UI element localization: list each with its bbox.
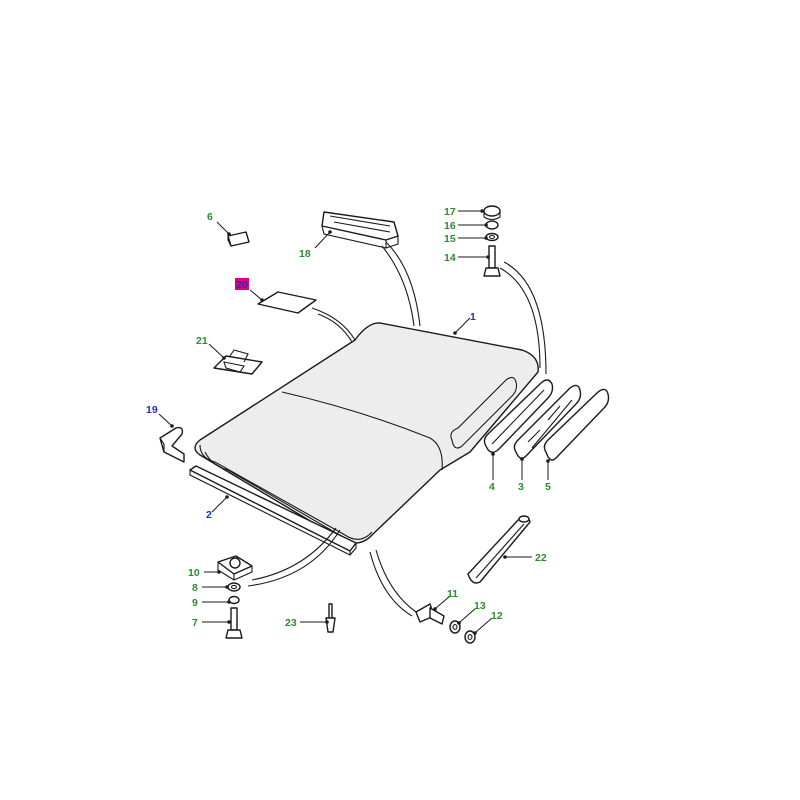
part-label-12[interactable]: 12 [491, 610, 503, 622]
part-label-2[interactable]: 2 [206, 509, 212, 521]
pad-block [227, 231, 250, 247]
part-label-11[interactable]: 11 [447, 588, 458, 600]
assembly-curves [247, 241, 547, 617]
leader-lines [158, 209, 550, 635]
part-label-23[interactable]: 23 [285, 617, 297, 629]
part-label-5[interactable]: 5 [545, 481, 551, 493]
part-label-19[interactable]: 19 [146, 404, 158, 416]
rivet [325, 603, 336, 633]
part-label-20[interactable]: 20 [236, 279, 248, 291]
fastener-group-top [483, 205, 501, 277]
part-label-1[interactable]: 1 [470, 311, 476, 323]
part-label-10[interactable]: 10 [188, 567, 200, 579]
fastener-group-left [217, 555, 253, 639]
window-seal-5 [543, 388, 610, 461]
highlight-box-20 [235, 278, 249, 290]
part-label-18[interactable]: 18 [299, 248, 311, 260]
tube-seal [467, 515, 531, 584]
part-label-22[interactable]: 22 [535, 552, 547, 564]
part-label-21[interactable]: 21 [196, 335, 208, 347]
part-label-16[interactable]: 16 [444, 220, 456, 232]
part-label-13[interactable]: 13 [474, 600, 486, 612]
part-label-9[interactable]: 9 [192, 597, 198, 609]
clip-bracket [159, 426, 185, 463]
vent-grille [321, 211, 399, 249]
part-label-4[interactable]: 4 [489, 481, 495, 493]
bracket-plate [213, 349, 263, 375]
part-label-7[interactable]: 7 [192, 617, 198, 629]
part-label-3[interactable]: 3 [518, 481, 524, 493]
roof-panel [194, 322, 539, 544]
sheet-panel [257, 291, 317, 314]
part-label-8[interactable]: 8 [192, 582, 198, 594]
fastener-group-bottom [415, 603, 476, 644]
window-seal-4 [483, 379, 554, 453]
part-labels: 1 2 3 4 5 6 7 8 9 10 11 12 13 14 15 16 1… [146, 206, 551, 629]
seal-strip [189, 465, 357, 556]
part-label-14[interactable]: 14 [444, 252, 456, 264]
part-label-6[interactable]: 6 [207, 211, 213, 223]
part-label-17[interactable]: 17 [444, 206, 456, 218]
part-label-15[interactable]: 15 [444, 233, 456, 245]
